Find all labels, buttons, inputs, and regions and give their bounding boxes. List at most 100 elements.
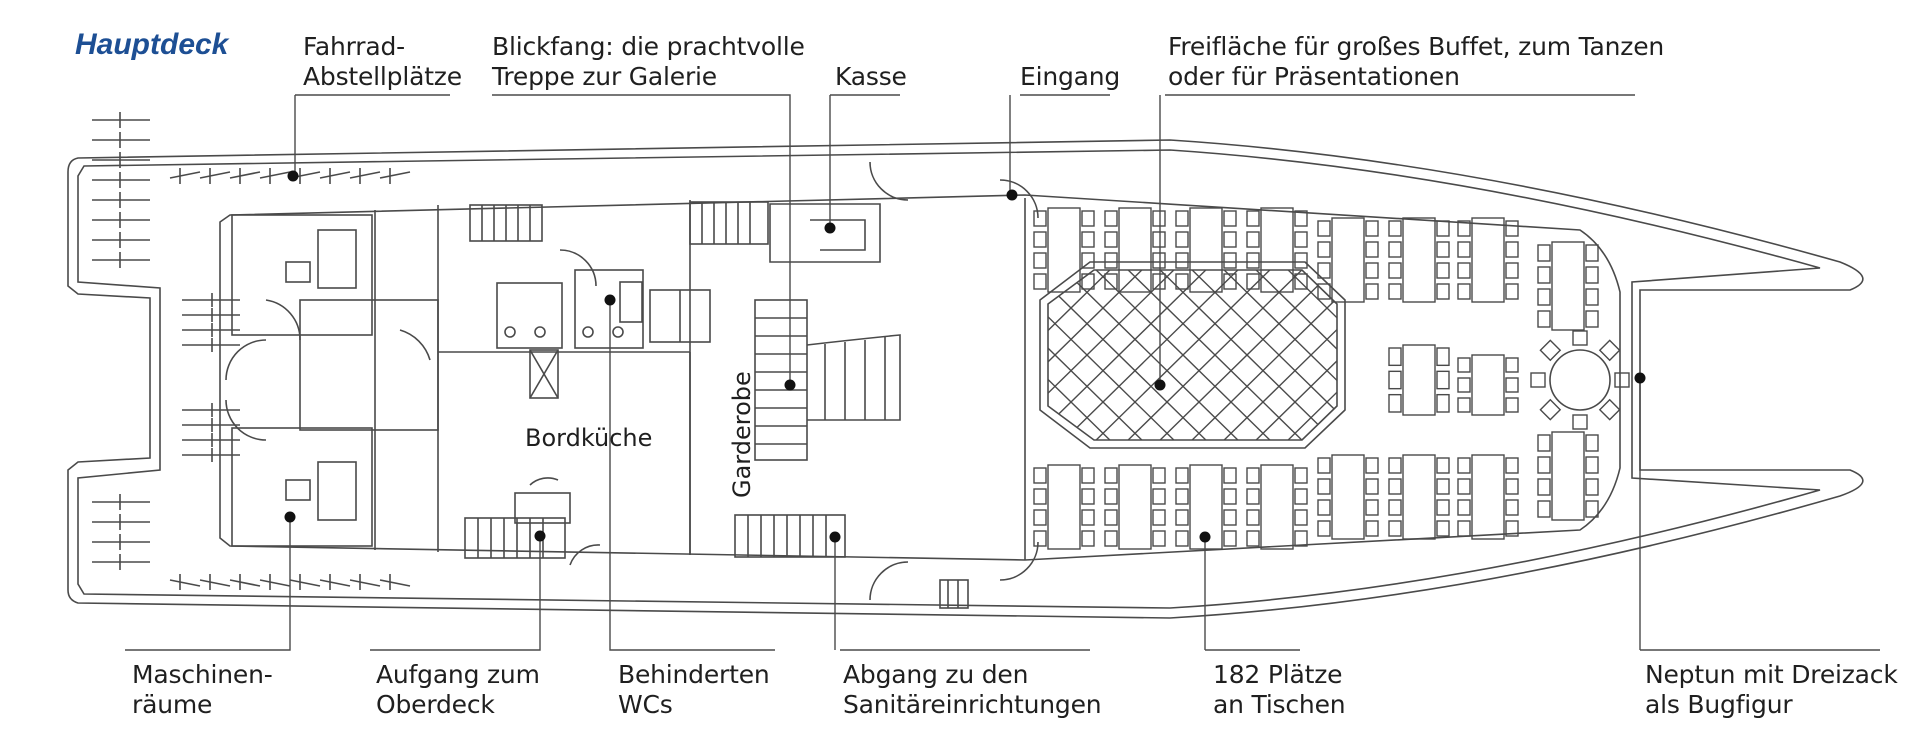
lattice-line <box>1183 270 1337 440</box>
stairs-kasse <box>689 201 769 245</box>
table <box>1402 344 1436 416</box>
chair <box>1081 488 1095 505</box>
bike-rack <box>289 579 321 587</box>
lattice-line <box>1048 270 1183 440</box>
chair <box>1505 457 1519 474</box>
chair <box>1457 457 1471 474</box>
stairs-top-left-steps <box>481 205 531 241</box>
chair <box>1104 509 1118 526</box>
chair <box>1317 262 1331 279</box>
chair <box>1104 210 1118 227</box>
label-plaetze: 182 Plätze an Tischen <box>1213 660 1346 719</box>
room-garderobe: Garderobe <box>728 371 756 498</box>
chair <box>1436 457 1450 474</box>
chair <box>1505 283 1519 300</box>
chair <box>1436 478 1450 495</box>
table <box>1047 207 1081 293</box>
table <box>1047 464 1081 550</box>
round-table <box>1549 349 1611 411</box>
round-chair <box>1539 339 1562 362</box>
chair <box>1317 457 1331 474</box>
chair <box>1175 231 1189 248</box>
chair <box>1505 220 1519 237</box>
chair <box>1388 241 1402 258</box>
chair <box>1365 262 1379 279</box>
chair <box>1246 210 1260 227</box>
chair <box>1585 500 1599 518</box>
table <box>1118 207 1152 293</box>
chair <box>1081 252 1095 269</box>
chair <box>1317 241 1331 258</box>
wc-block-1 <box>496 282 563 349</box>
lattice-line <box>1048 270 1119 440</box>
hull-outline <box>67 139 1864 619</box>
chair <box>1388 347 1402 367</box>
bike-rack <box>229 579 261 587</box>
chair <box>1104 273 1118 290</box>
dot-abgang <box>829 531 841 543</box>
lattice-line <box>1048 270 1119 440</box>
chair <box>1081 231 1095 248</box>
chair <box>1436 241 1450 258</box>
chair <box>1537 310 1551 328</box>
chair <box>1388 220 1402 237</box>
bike-rack <box>199 579 231 587</box>
chair <box>1317 520 1331 537</box>
chair <box>1152 273 1166 290</box>
chair <box>1152 488 1166 505</box>
round-chair <box>1572 414 1588 430</box>
chair <box>1081 530 1095 547</box>
chair <box>1294 509 1308 526</box>
chair <box>1294 530 1308 547</box>
table <box>1331 217 1365 303</box>
table <box>1471 217 1505 303</box>
chair <box>1175 273 1189 290</box>
chair <box>1294 488 1308 505</box>
chair <box>1104 530 1118 547</box>
round-chair <box>1539 398 1562 421</box>
chair <box>1294 273 1308 290</box>
chair <box>1246 530 1260 547</box>
dot-aufgang <box>534 530 546 542</box>
chair <box>1365 520 1379 537</box>
chair <box>1152 530 1166 547</box>
chair <box>1104 488 1118 505</box>
chair <box>1388 393 1402 413</box>
chair <box>1033 231 1047 248</box>
dot-freiflaeche <box>1154 379 1166 391</box>
chair <box>1104 252 1118 269</box>
chair <box>1457 357 1471 373</box>
chair <box>1457 377 1471 393</box>
lattice-line <box>1279 270 1337 440</box>
dot-eingang <box>1006 189 1018 201</box>
bike-rack <box>379 579 411 587</box>
chair <box>1585 456 1599 474</box>
cabin-wall <box>219 194 1621 561</box>
table <box>1260 207 1294 293</box>
chair <box>1365 283 1379 300</box>
chair <box>1081 509 1095 526</box>
bike-rack <box>379 171 411 179</box>
chair <box>1246 252 1260 269</box>
dot-neptun <box>1634 372 1646 384</box>
chair <box>1436 499 1450 516</box>
lattice-line <box>1119 270 1311 440</box>
chair <box>1175 467 1189 484</box>
chair <box>1457 478 1471 495</box>
chair <box>1223 488 1237 505</box>
chair <box>1246 231 1260 248</box>
chair <box>1081 210 1095 227</box>
chair <box>1365 499 1379 516</box>
chair <box>1585 288 1599 306</box>
table <box>1118 464 1152 550</box>
lattice-line <box>1048 270 1151 440</box>
chair <box>1457 262 1471 279</box>
chair <box>1457 283 1471 300</box>
table <box>1402 217 1436 303</box>
chair <box>1175 210 1189 227</box>
chair <box>1457 241 1471 258</box>
room-bordkueche: Bordküche <box>525 424 653 452</box>
engine-room-top <box>231 214 373 336</box>
engine-mid <box>299 299 439 431</box>
